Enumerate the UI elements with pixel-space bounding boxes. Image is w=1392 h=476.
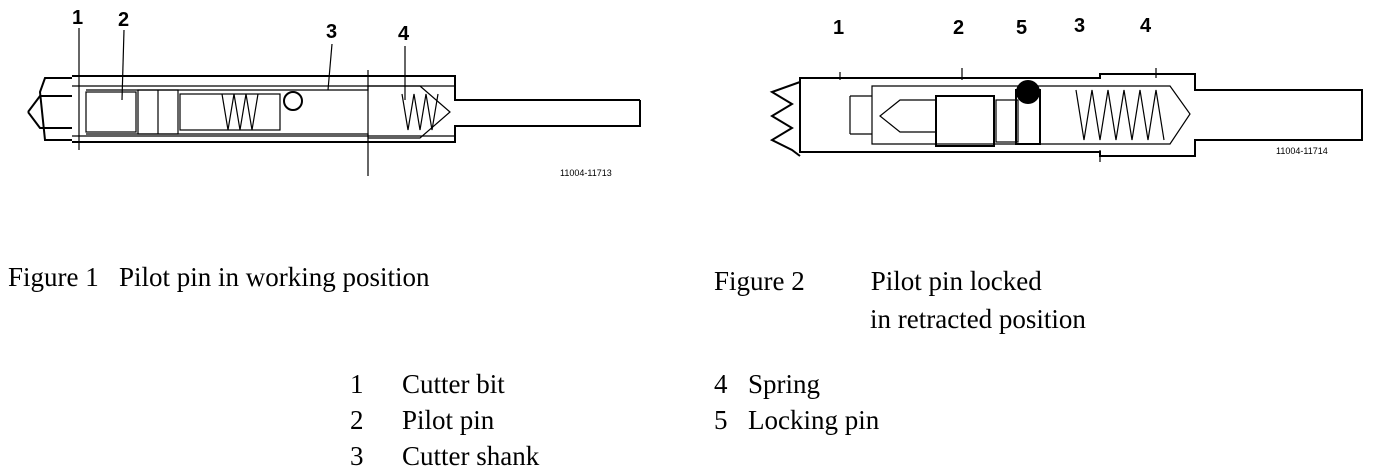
fig1-tool-body [27, 70, 641, 176]
fig1-callout-2: 2 [118, 9, 129, 31]
figure-2-title-line2: in retracted position [870, 304, 1086, 334]
legend-label: Cutter shank [402, 441, 540, 471]
legend-number: 3 [350, 441, 364, 471]
legend-item: 2 Pilot pin [350, 402, 539, 438]
legend-label: Pilot pin [402, 405, 495, 435]
legend-item: 3 Cutter shank [350, 438, 539, 474]
figure-2-svg: 1 2 5 3 4 11004-11714 [769, 15, 1363, 162]
figure-1-label: Figure 1 [8, 262, 99, 292]
legend-label: Spring [748, 369, 821, 399]
legend-number: 5 [714, 405, 728, 435]
fig2-image-id: 11004-11714 [1276, 146, 1328, 156]
figure-1-svg: 1 2 3 4 [27, 7, 641, 178]
figure-1-diagram: 1 2 3 4 [0, 0, 680, 200]
fig1-leader-2 [121, 29, 125, 101]
fig1-callout-1: 1 [72, 7, 83, 29]
figure-2-caption: Figure 2 Pilot pin locked in retracted p… [714, 262, 1086, 338]
fig2-locking-pin [1016, 80, 1040, 104]
fig2-callout-2: 2 [953, 17, 964, 39]
figure-1-caption: Figure 1 Pilot pin in working position [8, 258, 430, 296]
fig2-callout-3: 3 [1074, 15, 1085, 37]
fig1-leader-3 [327, 43, 333, 91]
legend-number: 4 [714, 369, 728, 399]
fig1-callout-3: 3 [326, 21, 337, 43]
legend-number: 1 [350, 369, 364, 399]
fig1-image-id: 11004-11713 [560, 168, 612, 178]
legend-left: 1 Cutter bit 2 Pilot pin 3 Cutter shank [350, 366, 539, 474]
legend-item: 4 Spring [714, 366, 879, 402]
legend-number: 2 [350, 405, 364, 435]
fig2-tool-body [769, 68, 1363, 162]
legend-label: Locking pin [748, 405, 880, 435]
fig2-callout-1: 1 [833, 17, 844, 39]
figure-2-label: Figure 2 [714, 266, 805, 296]
fig2-callout-5: 5 [1016, 17, 1027, 39]
figure-2-diagram: 1 2 5 3 4 11004-11714 [700, 0, 1380, 200]
legend-right: 4 Spring 5 Locking pin [714, 366, 879, 438]
legend-label: Cutter bit [402, 369, 505, 399]
fig1-callout-4: 4 [398, 23, 410, 45]
fig2-callout-4: 4 [1140, 15, 1152, 37]
figure-2-title-line1: Pilot pin locked [870, 266, 1042, 296]
legend-item: 1 Cutter bit [350, 366, 539, 402]
legend-item: 5 Locking pin [714, 402, 879, 438]
figure-1-title: Pilot pin in working position [119, 262, 430, 292]
